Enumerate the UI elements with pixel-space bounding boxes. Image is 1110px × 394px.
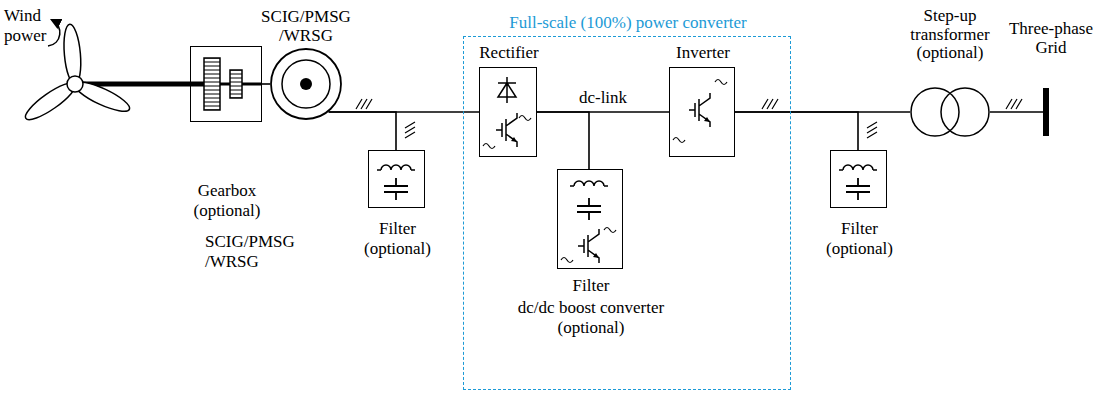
capacitor-symbol — [577, 198, 601, 220]
generator-rotor — [282, 60, 330, 108]
gear-pinion — [230, 70, 242, 98]
igbt-symbol — [496, 113, 517, 147]
grid-bus: Three-phase Grid — [1043, 88, 1049, 136]
filter-box: Filter (optional) — [830, 150, 887, 208]
capacitor-symbol — [846, 178, 870, 200]
three-phase-mark — [405, 122, 415, 138]
connector-line — [735, 112, 858, 150]
connector-line — [990, 111, 1043, 113]
ac-symbol — [483, 144, 495, 149]
three-phase-mark — [356, 99, 372, 109]
three-phase-mark — [867, 122, 877, 138]
transformer-symbol: Step-up transformer (optional) — [910, 87, 990, 137]
node-label: Filter (optional) — [815, 219, 905, 258]
inductor-symbol — [570, 181, 608, 186]
inverter-box: Inverter — [669, 67, 735, 157]
three-phase-mark — [1006, 99, 1022, 109]
diode-symbol — [498, 77, 516, 103]
edge-label: dc-link — [577, 88, 629, 108]
free-label: SCIG/PMSG /WRSG — [205, 232, 310, 271]
transformer-symbol-outline — [910, 87, 990, 137]
filter-box: Filter (optional) — [368, 150, 425, 208]
capacitor-symbol — [384, 178, 408, 200]
three-phase-mark — [762, 99, 778, 109]
ac-symbol — [604, 228, 616, 233]
node-label: dc/dc boost converter (optional) — [506, 298, 676, 337]
node-label: Filter (optional) — [353, 219, 443, 258]
generator-circle-outline — [270, 48, 342, 120]
inductor-symbol — [377, 165, 415, 170]
node-label: Three-phase Grid — [999, 19, 1103, 58]
node-label: Inverter — [658, 43, 748, 63]
generator-outline — [271, 49, 341, 119]
node-label: Rectifier — [464, 43, 554, 63]
node-label: Gearbox (optional) — [182, 181, 272, 220]
node-label: Full-scale (100%) power converter — [468, 13, 788, 33]
connector-line — [262, 83, 270, 85]
dcdc-converter-box: Filterdc/dc boost converter (optional) — [557, 169, 623, 269]
node-label: SCIG/PMSG /WRSG — [251, 7, 361, 46]
generator-circle: SCIG/PMSG /WRSG — [270, 48, 342, 120]
gearbox-box: Gearbox (optional) — [190, 46, 262, 122]
node-label: Step-up transformer (optional) — [900, 7, 1000, 63]
generator-shaft — [300, 78, 312, 90]
connector-line — [537, 112, 589, 169]
gear-wheel — [204, 58, 220, 110]
rectifier-box: Rectifier — [479, 67, 537, 157]
connector-line — [329, 112, 396, 150]
igbt-symbol — [689, 93, 710, 127]
turbine-blade — [62, 24, 83, 85]
igbt-symbol — [578, 229, 599, 263]
free-label: Wind power — [4, 6, 59, 45]
inductor-symbol — [839, 165, 877, 170]
gear-shaft — [220, 83, 262, 86]
node-label: Filter — [546, 276, 636, 296]
wind-arrow — [48, 20, 60, 46]
ac-symbol — [673, 138, 685, 143]
ac-symbol — [561, 258, 573, 263]
transformer-winding — [941, 88, 989, 136]
ac-symbol — [519, 116, 531, 121]
ac-symbol — [715, 80, 727, 85]
turbine-hub — [67, 76, 83, 92]
transformer-winding — [911, 88, 959, 136]
